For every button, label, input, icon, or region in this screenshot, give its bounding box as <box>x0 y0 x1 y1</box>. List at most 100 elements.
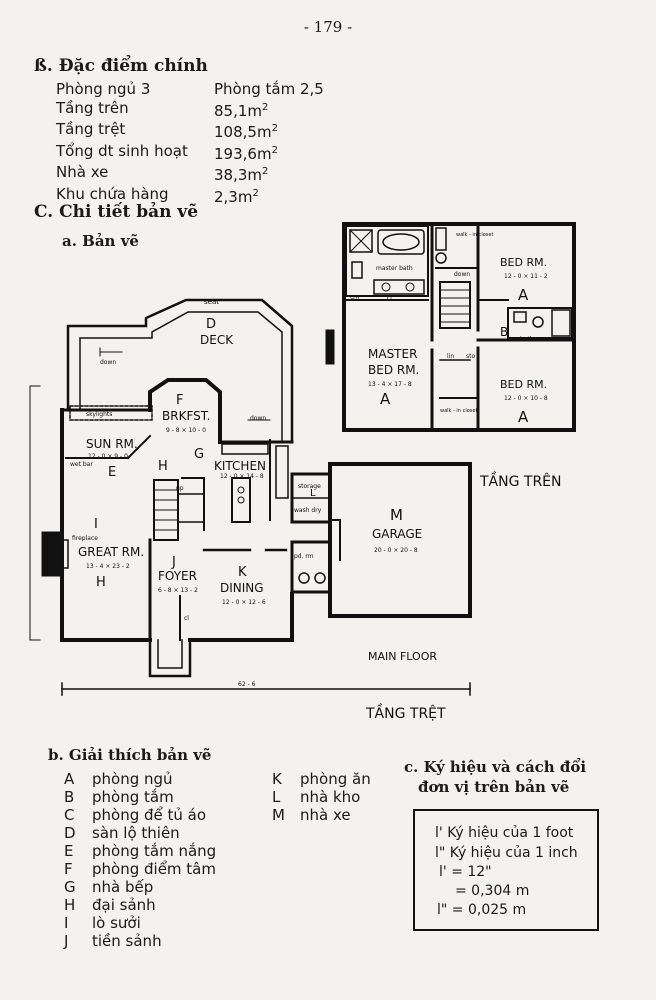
great-rm-letter: H <box>96 575 106 590</box>
vanity <box>373 279 425 295</box>
spec-label: Nhà xe <box>56 163 109 181</box>
great-rm-name: GREAT RM. <box>78 545 144 559</box>
pd-rm-label: pd. rm <box>294 553 314 560</box>
spec-value: 2,3m <box>214 187 253 206</box>
bed-rm-2-dim: 12 - 0 × 10 - 8 <box>504 395 548 402</box>
garage-name: GARAGE <box>372 527 422 541</box>
spec-label: Tầng trệt <box>56 120 126 138</box>
units-line-3: l' = 12" <box>439 864 492 880</box>
overall-dim-label: 62 - 6 <box>238 681 256 688</box>
legend-key: C <box>64 806 75 824</box>
foyer-cl-label: cl <box>184 615 189 622</box>
spec-value: 193,6m <box>214 144 272 163</box>
legend-key: E <box>64 842 74 860</box>
units-line-1: l' Ký hiệu của 1 foot <box>435 825 574 841</box>
master-bath-label: master bath <box>376 265 413 272</box>
units-line-4: = 0,304 m <box>455 883 530 899</box>
fireplace-letter: I <box>94 517 98 532</box>
dining-letter: K <box>238 565 247 580</box>
sto-label: sto <box>350 295 359 302</box>
upper-floor-label: TẦNG TRÊN <box>479 471 562 490</box>
dining-dim: 12 - 0 × 12 - 6 <box>222 599 266 606</box>
sub-a-title: a. Bản vẽ <box>62 232 139 250</box>
bath-label: bath <box>520 336 534 343</box>
legend-key: A <box>64 770 75 788</box>
bath-letter: B <box>500 325 508 339</box>
legend-key: K <box>272 770 282 788</box>
foyer-dim: 6 - 8 × 13 - 2 <box>158 587 198 594</box>
deck-letter: D <box>206 317 216 332</box>
walk-in-closet-label-2: walk - in closet <box>440 408 477 414</box>
wash-dry-label: wash dry <box>294 507 322 514</box>
legend-value: sàn lộ thiên <box>92 824 180 842</box>
legend-value: lò sưởi <box>92 914 141 932</box>
toilet <box>435 252 447 264</box>
floor-plan: master bath sto cl walk - in closet down… <box>29 222 576 722</box>
spec-sup: 2 <box>262 166 269 177</box>
skylights-label: skylights <box>86 411 112 418</box>
spec-row: Tầng trệt 108,5m2 <box>56 120 324 142</box>
master-dim: 13 - 4 × 17 - 8 <box>368 381 412 388</box>
sub-c-title-1: c. Ký hiệu và cách đổi <box>404 758 587 776</box>
legend-value: nhà kho <box>300 788 361 806</box>
toilet <box>351 261 363 279</box>
kitchen-name: KITCHEN <box>214 459 266 473</box>
brkfst-name: BRKFST. <box>162 409 210 423</box>
bed-rm-2-letter: A <box>518 408 529 426</box>
sun-rm-dim: 12 - 0 × 9 - 0 <box>88 453 128 460</box>
legend-key: L <box>272 788 281 806</box>
tub <box>551 309 571 337</box>
hall-bath <box>507 307 573 339</box>
brkfst-letter: F <box>176 393 183 408</box>
kitchen-island <box>231 477 251 523</box>
section-c-title: C. Chi tiết bản vẽ <box>34 202 199 222</box>
spec-row: Tổng dt sinh hoạt 193,6m2 <box>56 142 324 164</box>
legend-key: F <box>64 860 73 878</box>
master-name-1: MASTER <box>368 347 417 361</box>
legend-value: đại sảnh <box>92 896 156 914</box>
legend-value: phòng điểm tâm <box>92 860 216 878</box>
legend-value: phòng tắm nắng <box>92 842 217 860</box>
bed-rm-1-dim: 12 - 0 × 11 - 2 <box>504 273 548 280</box>
legend-value: phòng ngủ <box>92 770 173 788</box>
legend-value: phòng để tủ áo <box>92 806 207 824</box>
legend-key: H <box>64 896 76 914</box>
hall-letter: H <box>158 459 168 474</box>
kitchen-letter: G <box>194 447 204 462</box>
spec-sup: 2 <box>271 144 278 156</box>
spec-label: Tổng dt sinh hoạt <box>56 141 188 160</box>
spec-label: Phòng ngủ 3 <box>56 80 151 98</box>
cl-label: cl <box>387 295 392 302</box>
legend-key: J <box>64 932 69 950</box>
spec-sup: 2 <box>262 101 269 113</box>
legend-value: phòng ăn <box>300 770 371 788</box>
garage-outline <box>328 462 472 618</box>
kitchen-dim: 12 - 0 × 14 - 8 <box>220 473 264 480</box>
master-letter: A <box>380 390 391 408</box>
spec-sup: 2 <box>252 187 259 199</box>
sto-label-2: sto <box>466 353 475 360</box>
fireplace <box>41 531 63 577</box>
sub-c-title-2: đơn vị trên bản vẽ <box>418 778 570 796</box>
legend-value: phòng tắm <box>92 788 174 806</box>
legend-value: nhà xe <box>300 806 351 824</box>
spec-sup: 2 <box>271 123 278 134</box>
garage-letter: M <box>390 506 403 524</box>
spec-value: 108,5m <box>214 123 272 141</box>
legend-value: nhà bếp <box>92 878 154 896</box>
legend-key: B <box>64 788 75 806</box>
